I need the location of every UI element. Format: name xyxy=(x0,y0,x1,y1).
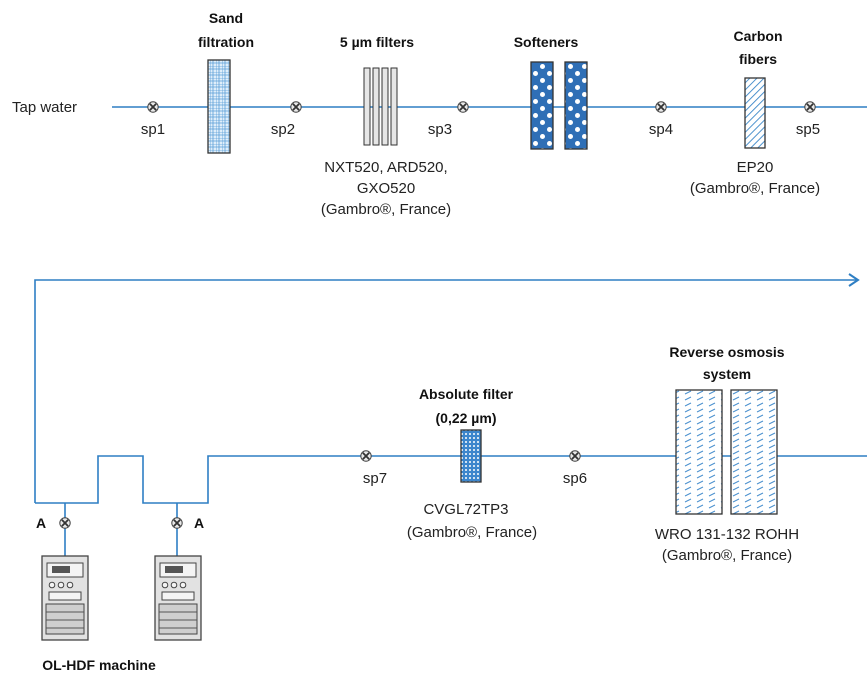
machine-valve-label: A xyxy=(194,515,204,531)
ro-title-1: Reverse osmosis xyxy=(669,344,784,360)
five-um-maker: (Gambro®, France) xyxy=(321,201,451,218)
softener-tank xyxy=(530,61,554,150)
carbon-filter xyxy=(744,77,766,149)
valve-icon xyxy=(654,100,668,114)
flow-arrow-icon xyxy=(848,273,860,287)
machine-valve-label: A xyxy=(36,515,46,531)
sp3-label: sp3 xyxy=(428,121,452,138)
sand-title-1: Sand xyxy=(209,10,243,26)
valve-icon xyxy=(456,100,470,114)
sand-filter xyxy=(207,59,231,154)
pipe-loop-return xyxy=(34,279,856,503)
sp7-label: sp7 xyxy=(363,470,387,487)
carbon-title-2: fibers xyxy=(739,51,777,67)
five-um-models: NXT520, ARD520, xyxy=(324,159,447,176)
five-um-title: 5 µm filters xyxy=(340,34,414,50)
sp6-label: sp6 xyxy=(563,470,587,487)
ro-membrane xyxy=(675,389,723,515)
five-um-cartridge xyxy=(381,67,389,146)
sp1-label: sp1 xyxy=(141,121,165,138)
ro-membrane xyxy=(730,389,778,515)
sp2-label: sp2 xyxy=(271,121,295,138)
sp4-label: sp4 xyxy=(649,121,673,138)
sand-title-2: filtration xyxy=(198,34,254,50)
valve-icon xyxy=(359,449,373,463)
sp5-label: sp5 xyxy=(796,121,820,138)
five-um-cartridge xyxy=(372,67,380,146)
ro-model: WRO 131-132 ROHH xyxy=(655,526,799,543)
hdf-machine-icon xyxy=(154,555,202,641)
ro-maker: (Gambro®, France) xyxy=(662,547,792,564)
absolute-title-1: Absolute filter xyxy=(419,386,514,402)
valve-icon xyxy=(146,100,160,114)
valve-icon xyxy=(58,516,72,530)
absolute-filter xyxy=(460,429,482,483)
valve-icon xyxy=(289,100,303,114)
absolute-title-2: (0,22 µm) xyxy=(436,410,497,426)
hdf-machine-icon xyxy=(41,555,89,641)
softener-tank xyxy=(564,61,588,150)
five-um-cartridge xyxy=(390,67,398,146)
carbon-maker: (Gambro®, France) xyxy=(690,180,820,197)
tap-water-label: Tap water xyxy=(12,99,77,116)
machine-label: OL-HDF machine xyxy=(42,657,156,673)
valve-icon xyxy=(803,100,817,114)
five-um-cartridge xyxy=(363,67,371,146)
absolute-model: CVGL72TP3 xyxy=(423,501,508,518)
valve-icon xyxy=(568,449,582,463)
absolute-maker: (Gambro®, France) xyxy=(407,524,537,541)
five-um-models-2: GXO520 xyxy=(357,180,415,197)
carbon-model: EP20 xyxy=(737,159,774,176)
valve-icon xyxy=(170,516,184,530)
softeners-title: Softeners xyxy=(514,34,579,50)
pipe-bottom xyxy=(35,455,867,504)
ro-title-2: system xyxy=(703,366,751,382)
carbon-title-1: Carbon xyxy=(734,28,783,44)
